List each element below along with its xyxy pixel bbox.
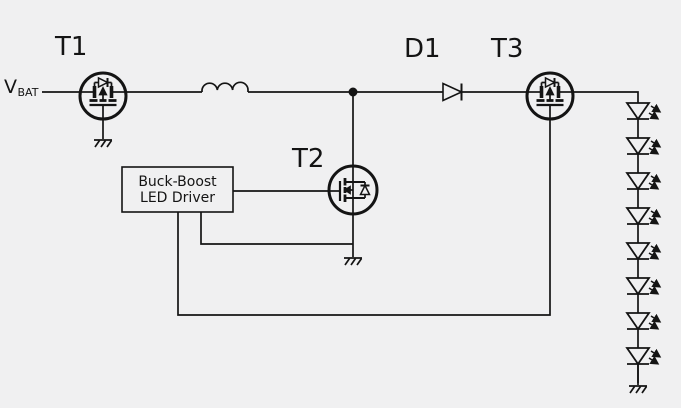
label-vbat-symbol: V [4, 76, 17, 98]
led [627, 313, 660, 348]
led [627, 208, 660, 243]
driver-box-label-line1: Buck-Boost [138, 174, 217, 190]
wire-driver-sense [200, 212, 353, 245]
led [627, 243, 660, 278]
label-t3: T3 [490, 34, 523, 64]
ground-t2 [343, 257, 363, 266]
inductor [201, 81, 249, 92]
led [627, 138, 660, 173]
transistor-t2 [327, 164, 379, 216]
ground-led-string [628, 385, 648, 394]
ground-t1 [93, 139, 113, 148]
led [627, 278, 660, 313]
led [627, 103, 660, 138]
wire-t3-to-led-string [572, 91, 639, 103]
driver-box: Buck-Boost LED Driver [121, 166, 234, 213]
transistor-t1 [78, 71, 128, 121]
label-t1: T1 [54, 32, 87, 62]
label-vbat: V BAT [4, 76, 39, 99]
wire-driver-to-t3-gate [177, 119, 551, 316]
label-vbat-subscript: BAT [18, 86, 39, 99]
led-string [627, 103, 660, 383]
diode-d1 [442, 82, 464, 102]
label-t2: T2 [291, 144, 324, 174]
led [627, 348, 660, 383]
driver-box-label-line2: LED Driver [140, 190, 215, 206]
transistor-t3 [525, 71, 575, 121]
label-d1: D1 [404, 34, 441, 64]
led [627, 173, 660, 208]
